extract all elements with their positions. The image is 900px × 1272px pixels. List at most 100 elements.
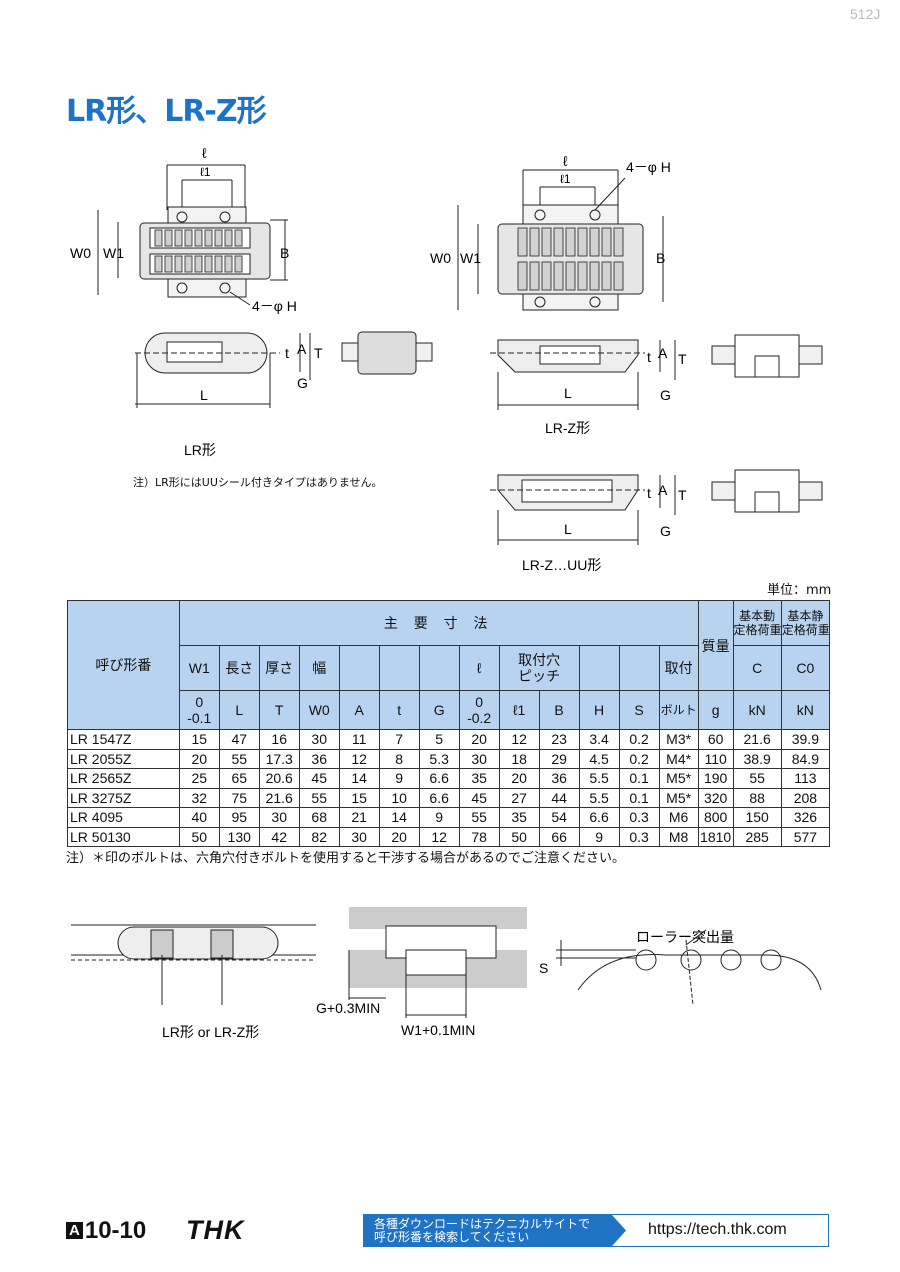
table-header-row-2: W1 長さ 厚さ 幅 ℓ 取付穴ピッチ 取付 C C0 <box>68 645 831 691</box>
table-cell: 0.2 <box>618 729 660 750</box>
table-cell: 65 <box>218 768 260 789</box>
table-cell: 20 <box>458 729 500 750</box>
table-cell: 30 <box>458 748 500 769</box>
table-cell: 113 <box>780 768 831 789</box>
table-cell: 32 <box>178 787 220 808</box>
model-cell: LR 2565Z <box>67 768 180 789</box>
g-label: G+0.3MIN <box>316 1000 380 1016</box>
lrz-t-big: T <box>678 351 687 367</box>
table-cell: 9 <box>378 768 420 789</box>
table-cell: 285 <box>732 826 782 847</box>
table-cell: 95 <box>218 807 260 828</box>
table-cell: 17.3 <box>258 748 300 769</box>
table-cell: 68 <box>298 807 340 828</box>
table-cell: 18 <box>498 748 540 769</box>
table-cell: 38.9 <box>732 748 782 769</box>
lrz-a: A <box>658 345 668 361</box>
table-cell: 78 <box>458 826 500 847</box>
table-cell: 20.6 <box>258 768 300 789</box>
table-header-row-1: 呼び形番 主 要 寸 法 質量 基本動定格荷重 基本静定格荷重 <box>67 600 831 730</box>
table-cell: 82 <box>298 826 340 847</box>
table-cell: 40 <box>178 807 220 828</box>
table-cell: 0.1 <box>618 787 660 808</box>
table-cell: 3.4 <box>578 729 620 750</box>
table-cell: 6.6 <box>418 768 460 789</box>
table-cell: 5.3 <box>418 748 460 769</box>
table-cell: 45 <box>458 787 500 808</box>
s-label: S <box>539 960 548 976</box>
lr-a: A <box>297 341 307 357</box>
spec-table: 呼び形番 主 要 寸 法 質量 基本動定格荷重 基本静定格荷重 W1 長さ 厚さ… <box>67 600 831 847</box>
table-cell: 577 <box>780 826 831 847</box>
table-cell: 5.5 <box>578 787 620 808</box>
table-cell: 21.6 <box>732 729 782 750</box>
table-cell: M3* <box>658 729 699 750</box>
table-cell: 30 <box>258 807 300 828</box>
table-cell: 36 <box>298 748 340 769</box>
table-cell: 55 <box>732 768 782 789</box>
lrz-drawing: ℓ ℓ1 W0 W1 B 4－φ H A t T G L LR-Z形 A t T… <box>430 153 823 573</box>
page-code: 512J <box>850 6 881 22</box>
table-cell: 47 <box>218 729 260 750</box>
table-cell: 0.1 <box>618 768 660 789</box>
lr-l-big: L <box>200 387 208 403</box>
table-cell: 12 <box>418 826 460 847</box>
table-cell: 110 <box>697 748 734 769</box>
table-cell: 44 <box>538 787 580 808</box>
lr-t-big: T <box>314 345 323 361</box>
mount-caption: LR形 or LR-Z形 <box>162 1024 259 1040</box>
table-note: 注）＊印のボルトは、六角穴付きボルトを使用すると干渉する場合があるのでご注意くだ… <box>66 851 626 866</box>
table-cell: 320 <box>697 787 734 808</box>
tech-site-link[interactable]: https://tech.thk.com <box>648 1221 787 1238</box>
mount-drawing: LR形 or LR-Z形 G+0.3MIN W1+0.1MIN ローラー突出量 … <box>71 907 822 1040</box>
lrz-l-big: L <box>564 385 572 401</box>
table-cell: 27 <box>498 787 540 808</box>
model-cell: LR 3275Z <box>67 787 180 808</box>
col-c-title: 基本動定格荷重 <box>732 600 782 646</box>
lrzuu-l-big: L <box>564 521 572 537</box>
lr-b: B <box>280 245 289 261</box>
table-cell: 30 <box>298 729 340 750</box>
table-cell: 60 <box>697 729 734 750</box>
a-mark: A <box>66 1222 83 1239</box>
lr-l1: ℓ1 <box>200 165 211 179</box>
table-cell: 14 <box>338 768 380 789</box>
roller-label: ローラー突出量 <box>636 929 734 945</box>
table-cell: 50 <box>178 826 220 847</box>
lr-l-small: ℓ <box>202 145 207 161</box>
table-cell: 208 <box>780 787 831 808</box>
lr-w0: W0 <box>70 245 91 261</box>
table-cell: 15 <box>338 787 380 808</box>
arrow-icon <box>612 1215 626 1246</box>
table-cell: 16 <box>258 729 300 750</box>
table-cell: 84.9 <box>780 748 831 769</box>
lrz-l-small: ℓ <box>563 153 568 169</box>
lrz-holes: 4－φ H <box>626 159 671 175</box>
page-title: LR形、LR-Z形 <box>66 94 267 129</box>
table-cell: 800 <box>697 807 734 828</box>
table-cell: 0.3 <box>618 807 660 828</box>
brand-logo: THK <box>186 1215 245 1245</box>
table-cell: 9 <box>418 807 460 828</box>
table-cell: 12 <box>498 729 540 750</box>
lr-note: 注）LR形にはUUシール付きタイプはありません。 <box>133 476 383 489</box>
model-cell: LR 50130 <box>67 826 180 847</box>
lrz-b: B <box>656 250 665 266</box>
col-model: 呼び形番 <box>67 600 180 730</box>
table-cell: 8 <box>378 748 420 769</box>
table-cell: 20 <box>178 748 220 769</box>
tech-site-banner[interactable]: 各種ダウンロードはテクニカルサイトで呼び形番を検索してください https://… <box>363 1214 829 1247</box>
lrz-g: G <box>660 387 671 403</box>
table-cell: 150 <box>732 807 782 828</box>
table-cell: 36 <box>538 768 580 789</box>
w1-label: W1+0.1MIN <box>401 1022 475 1038</box>
lrz-l1: ℓ1 <box>560 172 571 186</box>
table-cell: 0.3 <box>618 826 660 847</box>
table-cell: 1810 <box>697 826 734 847</box>
lrzuu-g: G <box>660 523 671 539</box>
table-cell: 35 <box>498 807 540 828</box>
